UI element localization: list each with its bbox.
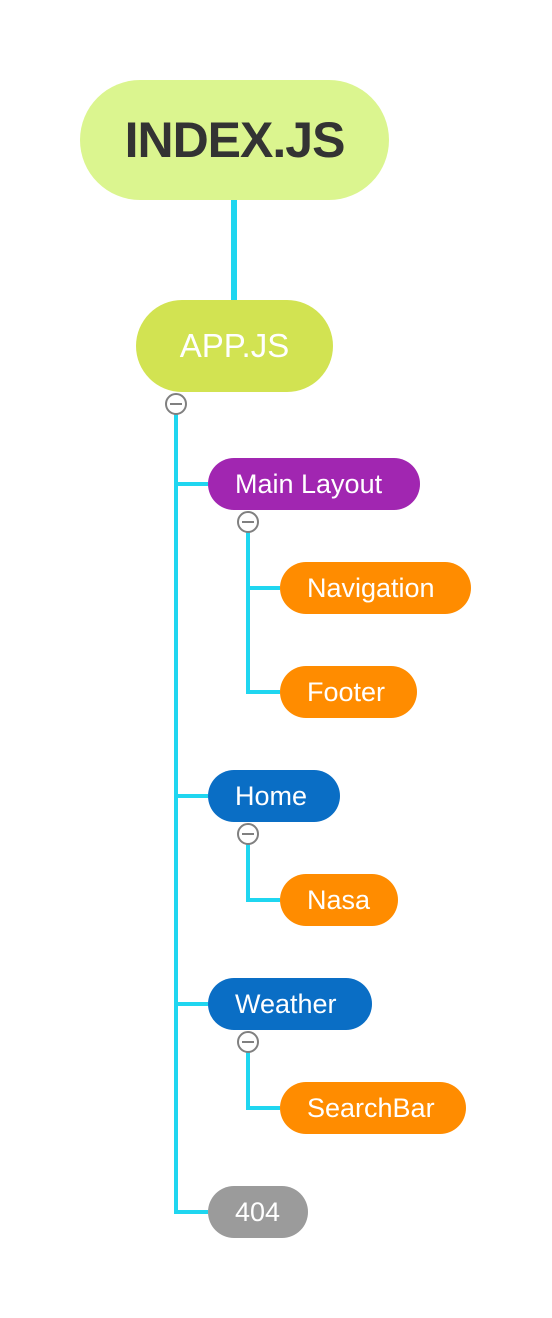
node-navigation-label: Navigation [307,572,435,603]
node-app-js-label: APP.JS [179,327,290,364]
collapse-home-icon[interactable] [237,823,259,845]
connector-branch-footer [246,690,280,694]
node-home[interactable]: Home [208,770,340,822]
connector-branch-main-layout [174,482,208,486]
node-navigation[interactable]: Navigation [280,562,471,614]
connector-branch-home [174,794,208,798]
node-main-layout[interactable]: Main Layout [208,458,420,510]
node-nasa-label: Nasa [307,884,371,915]
node-app-js[interactable]: APP.JS [136,300,333,392]
node-home-label: Home [235,780,308,811]
connector-branch-404 [174,1210,208,1214]
connector-branch-navigation [246,586,280,590]
connector-main-layout-trunk [246,532,250,694]
connector-app-trunk [174,414,178,1214]
collapse-app-js-icon[interactable] [165,393,187,415]
node-searchbar[interactable]: SearchBar [280,1082,466,1134]
node-weather[interactable]: Weather [208,978,372,1030]
node-404-label: 404 [235,1196,281,1227]
node-searchbar-label: SearchBar [307,1092,435,1123]
node-nasa[interactable]: Nasa [280,874,398,926]
connector-index-to-app [231,200,237,300]
node-index-js-label: INDEX.JS [124,112,346,168]
collapse-main-layout-icon[interactable] [237,511,259,533]
node-footer-label: Footer [307,676,386,707]
connector-branch-searchbar [246,1106,280,1110]
node-index-js[interactable]: INDEX.JS [80,80,389,200]
node-404[interactable]: 404 [208,1186,308,1238]
node-main-layout-label: Main Layout [235,468,383,499]
node-weather-label: Weather [235,988,337,1019]
connector-branch-nasa [246,898,280,902]
connector-home-trunk [246,844,250,902]
connector-branch-weather [174,1002,208,1006]
node-footer[interactable]: Footer [280,666,417,718]
connector-weather-trunk [246,1052,250,1110]
collapse-weather-icon[interactable] [237,1031,259,1053]
